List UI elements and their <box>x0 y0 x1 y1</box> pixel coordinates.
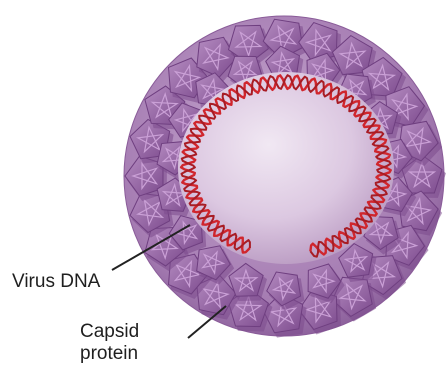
capsid-interior <box>178 72 394 264</box>
virus-dna-label: Virus DNA <box>12 271 100 293</box>
capsid-protein-label: Capsid protein <box>80 321 139 365</box>
capsid-protein-label-line2: protein <box>80 343 139 365</box>
capsid-protein-label-line1: Capsid <box>80 321 139 343</box>
